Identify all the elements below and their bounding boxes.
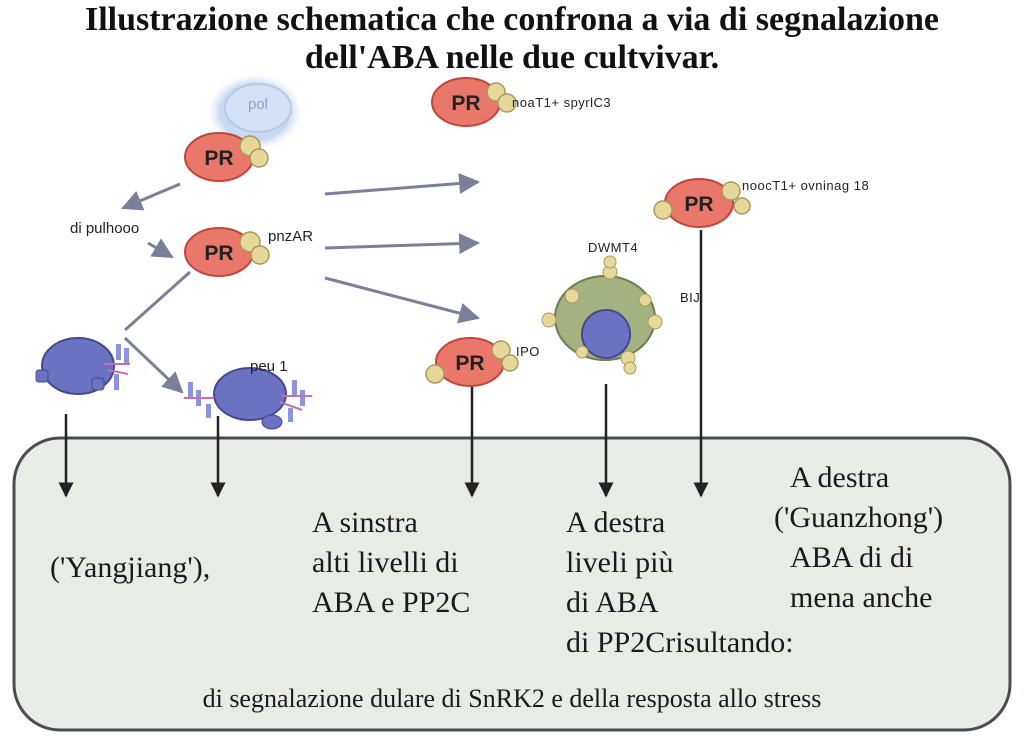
blob-icon: [205, 72, 305, 152]
pr-receptor-5: PR: [425, 337, 519, 387]
pr-label: PR: [451, 92, 480, 115]
title-line-1: Illustrazione schematica che confrona a …: [84, 1, 940, 38]
panel-text-line: di PP2Crisultando:: [566, 626, 794, 659]
panel-text-line: ABA e PP2C: [312, 586, 471, 619]
pr-label: PR: [455, 352, 484, 375]
green-top-label: DWMT4: [588, 240, 639, 255]
left-side-label: di pulhooo: [70, 220, 140, 237]
blob-label: pol: [248, 96, 269, 113]
panel-text-line: ('Guanzhong'): [774, 501, 944, 534]
panel-text-line: liveli più: [566, 546, 674, 579]
panel-column-2: A sinstra alti livelli di ABA e PP2C: [312, 503, 470, 623]
panel-text-line: alti livelli di: [312, 546, 459, 579]
pr-label: PR: [204, 242, 233, 265]
panel-footer: di segnalazione dulare di SnRK2 e della …: [202, 684, 822, 713]
green-side-label: BIJ: [680, 290, 701, 305]
panel-text-line: ABA di di: [790, 541, 914, 574]
pr-receptor-1: PR: [431, 77, 517, 127]
panel-column-1: ('Yangjiang'),: [50, 548, 210, 588]
title-line-2: dell'ABA nelle due cultvivar.: [304, 39, 720, 76]
panel-text-line: mena anche: [790, 581, 933, 614]
pr-label: PR: [204, 147, 233, 170]
protein-complex: [541, 255, 663, 375]
pr-right-far-label: noocT1+ ovninag 18: [742, 178, 870, 193]
pr-mid-label: pnzAR: [268, 228, 314, 245]
pr-top-right-label: noaT1+ spyrlC3: [512, 95, 612, 110]
pr-receptor-3: PR: [184, 227, 270, 277]
pr-label: PR: [684, 193, 713, 216]
output-arrows: [58, 230, 709, 498]
turtle-right-label: peu 1: [250, 358, 288, 375]
turtle-protein-left: [35, 337, 130, 395]
panel-text-line: A destra: [790, 461, 890, 494]
panel-text-line: A destra: [566, 506, 666, 539]
panel-text-line: A sinstra: [312, 506, 418, 539]
panel-column-3: A destra liveli più di ABA di PP2Crisult…: [566, 503, 794, 663]
panel-column-4: A destra ('Guanzhong') ABA di di mena an…: [774, 458, 943, 618]
pr-receptor-4: PR: [653, 178, 751, 228]
turtle-protein-right: [184, 367, 312, 430]
panel-text-line: di ABA: [566, 586, 659, 619]
signal-arrows: [121, 173, 481, 394]
panel-text-line: ('Yangjiang'),: [50, 551, 211, 584]
pr-bottom-label: IPO: [516, 344, 540, 359]
pr-receptor-2: PR: [184, 132, 269, 182]
bottom-panel: [12, 436, 1012, 732]
